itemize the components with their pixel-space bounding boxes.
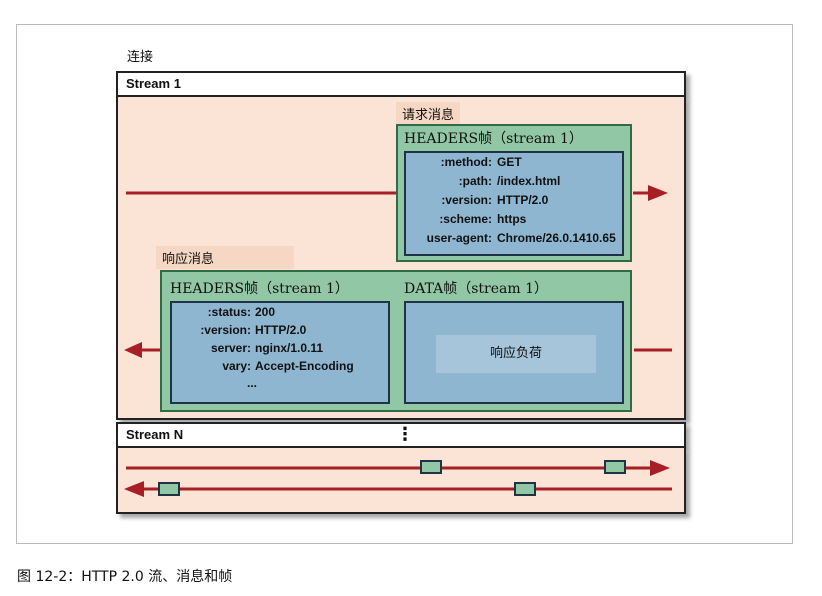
stream-n-frame (514, 482, 536, 496)
response-arrow-head (124, 342, 142, 358)
data-frame-box: 响应负荷 (404, 301, 624, 404)
header-value: Chrome/26.0.1410.65 (497, 231, 616, 245)
response-headers-frame-title: HEADERS帧（stream 1） (170, 281, 349, 297)
header-value: /index.html (497, 174, 561, 188)
stream-1-header: Stream 1 (116, 71, 686, 97)
stream-n-incoming-head (124, 481, 144, 497)
data-frame-title: DATA帧（stream 1） (404, 281, 549, 297)
connection-label: 连接 (127, 50, 154, 65)
header-value: Accept-Encoding (255, 359, 354, 373)
stream-ellipsis: ⋮ (396, 424, 414, 445)
figure-caption: 图 12-2：HTTP 2.0 流、消息和帧 (17, 569, 233, 585)
header-value: HTTP/2.0 (497, 193, 549, 207)
header-key: vary: (222, 359, 251, 373)
stream-n-header: Stream N (116, 422, 686, 448)
header-key: :method: (440, 155, 492, 169)
stream-n-frame (604, 460, 626, 474)
figure-frame (16, 24, 793, 544)
request-headers-box: :method: GET :path: /index.html :version… (404, 151, 624, 256)
request-headers-frame-title: HEADERS帧（stream 1） (404, 131, 583, 147)
header-value: HTTP/2.0 (255, 323, 307, 337)
stream-n-body (116, 448, 686, 514)
header-key: :status: (207, 305, 251, 319)
stream-n-frame (420, 460, 442, 474)
response-payload-label: 响应负荷 (436, 335, 596, 373)
header-key: server: (210, 341, 251, 355)
stream-n-arrows (124, 460, 672, 497)
header-value: ... (247, 376, 258, 390)
header-key: :version: (200, 323, 251, 337)
stream-1-arrows (124, 185, 672, 358)
request-headers-frame: HEADERS帧（stream 1） :method: GET :path: /… (396, 124, 632, 262)
request-arrow-head (648, 185, 668, 201)
header-value: GET (497, 155, 522, 169)
header-key: user-agent: (426, 231, 492, 245)
response-message-label: 响应消息 (156, 246, 294, 269)
stream-n-frame (158, 482, 180, 496)
stream-n-outgoing-head (650, 460, 670, 476)
response-message-frames: HEADERS帧（stream 1） :status: 200 :version… (160, 270, 632, 412)
header-key: :version: (441, 193, 492, 207)
request-message-label: 请求消息 (396, 102, 461, 125)
header-key: :scheme: (439, 212, 492, 226)
header-key: :path: (458, 174, 492, 188)
header-value: https (497, 212, 527, 226)
header-value: 200 (255, 305, 276, 319)
header-value: nginx/1.0.11 (255, 341, 324, 355)
response-headers-box: :status: 200 :version: HTTP/2.0 server: … (170, 301, 390, 404)
